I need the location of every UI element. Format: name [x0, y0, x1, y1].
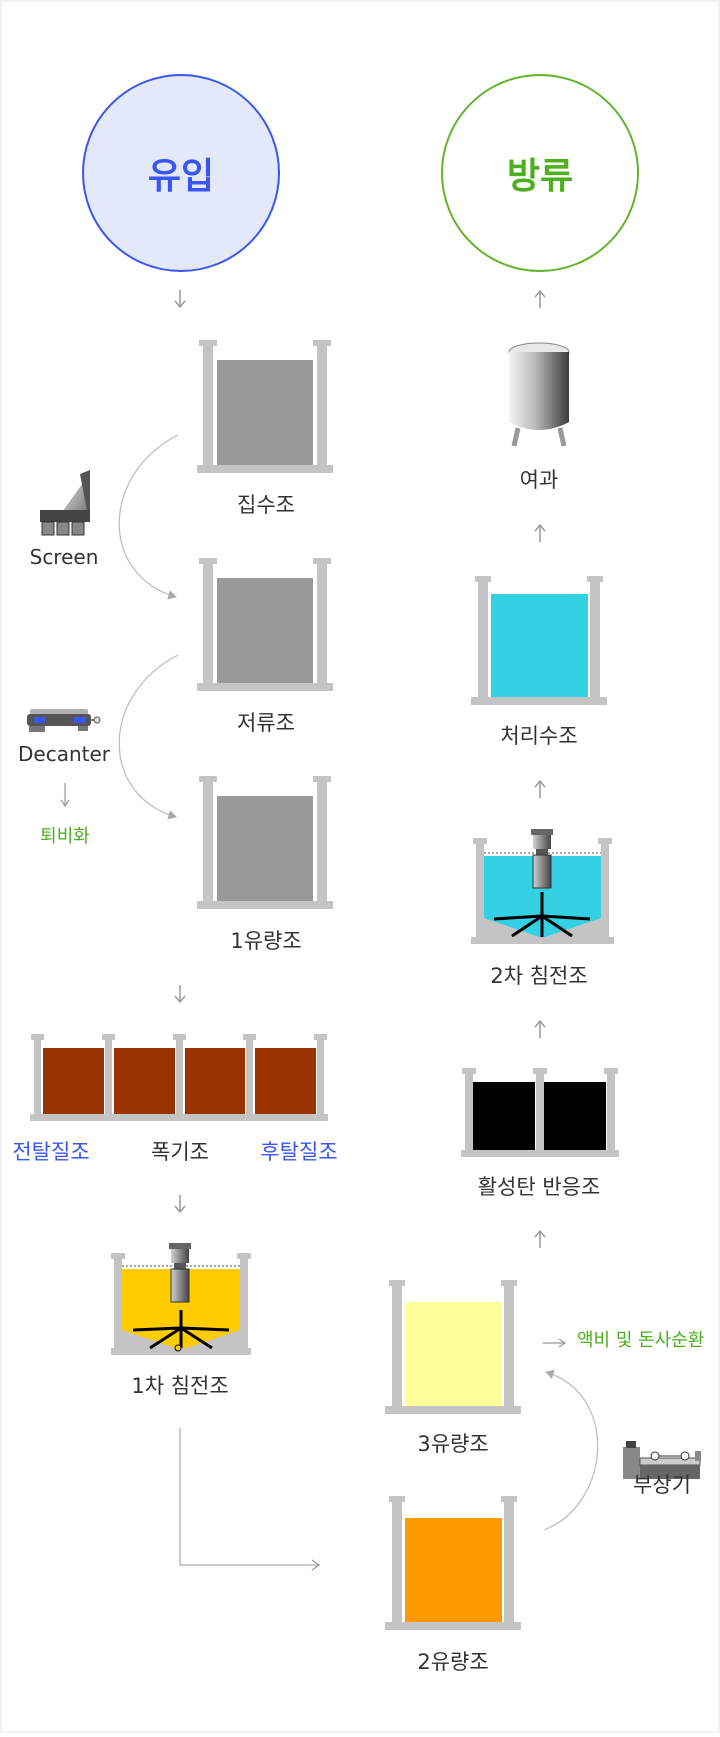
connector-arrowhead	[311, 1559, 321, 1571]
label-screen: Screen	[29, 545, 99, 569]
connector-primary-to-equalization2	[179, 1428, 318, 1566]
treated-water-tank	[471, 576, 607, 705]
discharge-label: 방류	[506, 156, 574, 197]
arrow-up-to-discharge	[534, 289, 546, 308]
label-activated-carbon-reactor: 활성탄 반응조	[477, 1175, 601, 1199]
equalization-tank-3	[385, 1280, 521, 1414]
filter-vessel-icon	[508, 342, 570, 447]
curved-arrow-collection-to-storage	[118, 434, 179, 600]
label-secondary-clarifier: 2차 침전조	[490, 964, 588, 988]
label-post-denitrification: 후탈질조	[260, 1140, 338, 1164]
arrow-right-to-recirculation	[543, 1338, 567, 1348]
discharge-circle: 방류	[441, 74, 639, 272]
arrow-up-to-activated-carbon	[534, 1229, 546, 1248]
secondary-clarifier	[471, 829, 614, 944]
label-equalization-3: 3유량조	[417, 1432, 489, 1456]
aeration-basin-group	[30, 1034, 328, 1121]
curved-arrow-equalization2-to-3	[543, 1369, 599, 1531]
label-collection-tank: 집수조	[237, 493, 295, 517]
label-recirculation: 액비 및 돈사순환	[577, 1330, 705, 1351]
inflow-label: 유입	[147, 156, 215, 197]
label-flotation-unit: 부상기	[633, 1473, 691, 1497]
label-storage-tank: 저류조	[237, 711, 295, 735]
arrow-down-inflow	[174, 290, 186, 309]
label-aeration: 폭기조	[151, 1140, 209, 1164]
arrow-down-to-aeration	[174, 985, 186, 1004]
flotation-unit-icon	[623, 1441, 701, 1479]
collection-tank	[197, 340, 333, 473]
arrow-up-to-secondary-clarifier	[534, 1019, 546, 1038]
arrow-down-to-primary-clarifier	[174, 1195, 186, 1214]
arrow-down-decanter	[60, 783, 70, 808]
inflow-circle: 유입	[82, 74, 280, 272]
equalization-tank-1	[197, 776, 333, 909]
curved-arrow-storage-to-equalization1	[118, 654, 179, 820]
arrow-up-to-treated-water	[534, 779, 546, 798]
label-equalization-1: 1유량조	[230, 929, 302, 953]
equalization-tank-2	[385, 1496, 521, 1630]
decanter-icon	[27, 709, 101, 732]
label-filtration: 여과	[519, 468, 559, 492]
label-composting: 퇴비화	[40, 826, 90, 847]
screen-icon	[40, 470, 90, 536]
mixer-icon	[169, 1243, 191, 1303]
arrow-up-to-filtration	[534, 523, 546, 542]
label-primary-clarifier: 1차 침전조	[131, 1374, 229, 1398]
storage-tank	[197, 558, 333, 691]
label-decanter: Decanter	[17, 742, 111, 766]
activated-carbon-reactor	[461, 1068, 619, 1157]
label-equalization-2: 2유량조	[417, 1650, 489, 1674]
label-pre-denitrification: 전탈질조	[12, 1140, 90, 1164]
label-treated-water-tank: 처리수조	[500, 724, 578, 748]
